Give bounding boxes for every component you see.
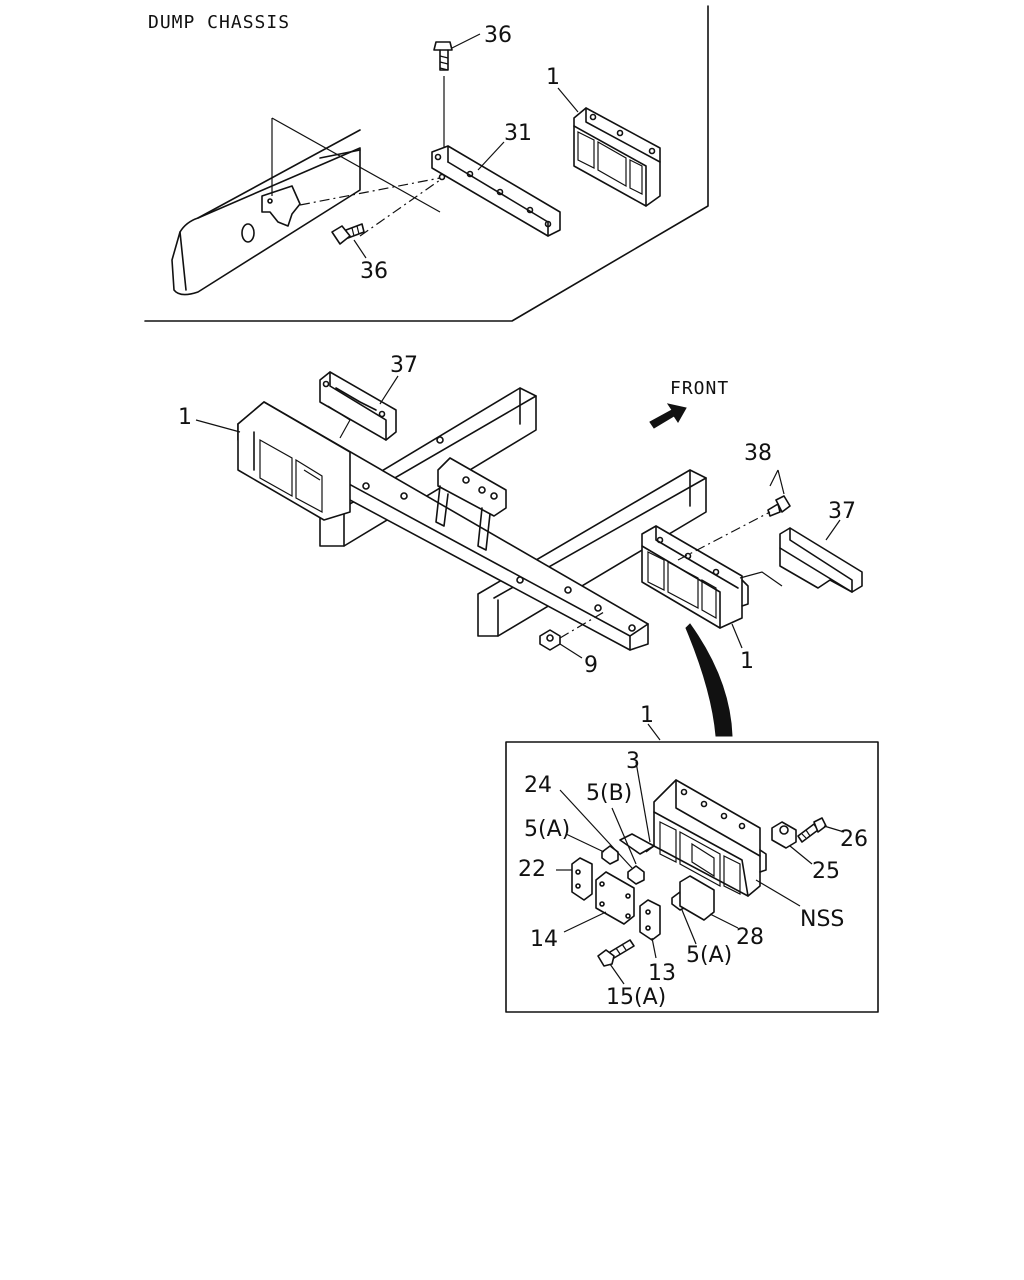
callout-5a-bottom: 5(A) — [686, 943, 732, 968]
cover-14 — [595, 871, 635, 925]
callout-22: 22 — [518, 857, 546, 882]
bracket-13 — [639, 899, 661, 941]
inset-border — [144, 5, 709, 322]
callout-14: 14 — [530, 927, 558, 952]
bolt-38 — [767, 495, 791, 517]
callout-31: 31 — [504, 121, 532, 146]
callout-1-top: 1 — [546, 65, 560, 90]
gasket-3 — [619, 833, 655, 855]
callout-37-front: 37 — [828, 499, 856, 524]
bolt-36-top — [433, 41, 453, 71]
detail-pointer-arrow — [685, 623, 733, 737]
block-22 — [571, 857, 593, 901]
frame-rail-end — [171, 129, 361, 296]
module-1-top — [573, 107, 661, 207]
plate-28 — [679, 875, 715, 921]
callout-1-left: 1 — [178, 405, 192, 430]
callout-28: 28 — [736, 925, 764, 950]
front-arrow-icon — [649, 403, 687, 429]
callout-15a: 15(A) — [606, 985, 666, 1010]
screw-15a — [597, 939, 635, 967]
screw-26 — [797, 817, 827, 843]
cover-37-front — [779, 527, 863, 593]
callout-5b: 5(B) — [586, 781, 632, 806]
callout-13: 13 — [648, 961, 676, 986]
clip-25 — [771, 821, 797, 849]
bracket-31 — [431, 145, 561, 237]
pin-5a-top — [601, 845, 619, 865]
pin-5b — [627, 865, 645, 885]
module-1-right — [641, 525, 749, 629]
callout-24: 24 — [524, 773, 552, 798]
module-housing — [653, 779, 767, 897]
front-label: FRONT — [670, 378, 729, 399]
callout-37-rear: 37 — [390, 353, 418, 378]
callout-25: 25 — [812, 859, 840, 884]
callout-1-right: 1 — [740, 649, 754, 674]
callout-nss: NSS — [800, 907, 844, 932]
callout-9: 9 — [584, 653, 598, 678]
dump-chassis-inset: DUMP CHASSIS 36 — [144, 5, 709, 322]
module-1-left — [237, 401, 351, 521]
cover-37-rear — [319, 371, 397, 441]
callout-3: 3 — [626, 749, 640, 774]
callout-26: 26 — [840, 827, 868, 852]
callout-1-detail: 1 — [640, 703, 654, 728]
center-hanger-bracket — [435, 457, 507, 551]
callout-36-lower: 36 — [360, 259, 388, 284]
bolt-36-lower — [331, 223, 365, 245]
main-assembly: 1 37 FRONT 1 — [178, 353, 863, 737]
detail-frame — [505, 741, 879, 1013]
callout-38: 38 — [744, 441, 772, 466]
nut-9 — [539, 629, 561, 651]
inset-title: DUMP CHASSIS — [148, 12, 290, 33]
callout-36-top: 36 — [484, 23, 512, 48]
callout-5a-top: 5(A) — [524, 817, 570, 842]
module-detail-box: 1 26 25 NSS — [505, 703, 879, 1013]
